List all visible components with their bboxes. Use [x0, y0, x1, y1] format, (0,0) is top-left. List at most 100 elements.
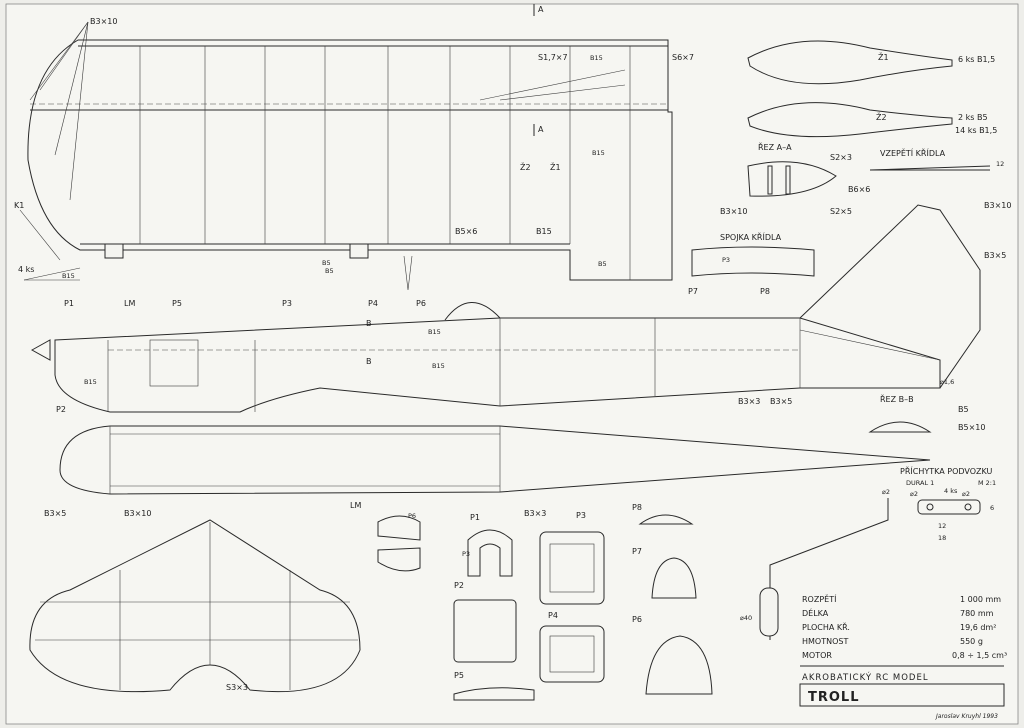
rib1-name: Ž1: [878, 51, 889, 62]
spec-value-4: 550 g: [960, 637, 983, 646]
wing-label-11: B5: [598, 260, 607, 268]
rib2-qty1: 2 ks B5: [958, 113, 988, 122]
wing-label-7: Ž1: [550, 161, 561, 172]
fus-label-2: LM: [124, 299, 135, 308]
fus-label-4: P3: [282, 299, 292, 308]
fus-label-1: P1: [64, 299, 74, 308]
fus-label-5: P4: [368, 299, 378, 308]
wing-label-12: S6×7: [672, 53, 694, 62]
wing-label-9: B5×6: [455, 227, 477, 236]
dihedral-title: VZEPĚTÍ KŘÍDLA: [880, 147, 946, 158]
bracket-dim-4: 18: [938, 534, 946, 542]
spec-label-3: PLOCHA KŘ.: [802, 622, 850, 632]
section-aa-label-1: S2×3: [830, 153, 852, 162]
part-p2-name: P2: [454, 581, 464, 590]
part-p7-name: P7: [632, 547, 642, 556]
bracket-dim-3: 12: [938, 522, 946, 530]
fus-top-label: B3×3: [524, 509, 546, 518]
wing-label-4: B15: [62, 272, 75, 280]
section-aa-title: ŘEZ A–A: [758, 142, 792, 152]
wing-label-6: Ž2: [520, 161, 531, 172]
stab-label-1: B3×5: [44, 509, 66, 518]
section-aa: ŘEZ A–A S2×3 B6×6 B3×10 S2×5: [720, 142, 870, 216]
rib1-qty: 6 ks B1,5: [958, 55, 995, 64]
bracket-qty: 4 ks: [944, 487, 958, 495]
spec-label-5: MOTOR: [802, 651, 832, 660]
gear-wire: ⌀2 ⌀40: [740, 488, 890, 640]
wing-label-10: B15: [592, 149, 605, 157]
section-aa-label-2: B6×6: [848, 185, 870, 194]
bracket-material: DURAL 1: [906, 479, 934, 487]
wing-label-15: B15: [432, 362, 445, 370]
fus-label-9: P2: [56, 405, 66, 414]
bracket-dim-2: ⌀2: [962, 490, 970, 498]
fus-label-8: P8: [760, 287, 770, 296]
stab-label-2: B3×10: [124, 509, 151, 518]
specs-block: ROZPĚTÍ 1 000 mm DÉLKA 780 mm PLOCHA KŘ.…: [799, 593, 1007, 707]
wing-label-16: B5: [322, 259, 331, 267]
section-bb-title: ŘEZ B–B: [880, 394, 914, 404]
rib2-qty2: 14 ks B1,5: [955, 126, 997, 135]
fus-label-7: P7: [688, 287, 698, 296]
fus-label-15: B3×5: [770, 397, 792, 406]
model-name: TROLL: [808, 690, 860, 705]
fus-label-13: B: [366, 357, 372, 366]
part-p6-name: P6: [632, 615, 642, 624]
section-bb: ŘEZ B–B B5 B5×10: [868, 394, 985, 433]
wing-joiner-title: SPOJKA KŘÍDLA: [720, 231, 782, 242]
fuselage-top-view: B3×3: [59, 425, 931, 518]
bracket-title: PŘÍCHYTKA PODVOZKU: [900, 465, 993, 476]
section-aa-label-4: S2×5: [830, 207, 852, 216]
fus-label-16: B3×10: [984, 201, 1011, 210]
part-p5-name: P5: [454, 671, 464, 680]
section-bb-label-2: B5×10: [958, 423, 985, 432]
fus-label-10: B15: [84, 378, 97, 386]
spec-value-2: 780 mm: [960, 609, 994, 618]
wing-label-3: 4 ks: [18, 265, 34, 274]
fus-label-18: ⌀1,6: [940, 378, 954, 386]
spec-value-3: 19,6 dm²: [960, 623, 996, 632]
section-bb-label-1: B5: [958, 405, 969, 414]
wing-joiner-label: P3: [722, 256, 730, 264]
part-p4-name: P4: [548, 611, 558, 620]
fus-label-6: P6: [416, 299, 426, 308]
spec-label-4: HMOTNOST: [802, 637, 848, 646]
stab-label-3: S3×3: [226, 683, 248, 692]
spec-label-1: ROZPĚTÍ: [802, 593, 837, 604]
fus-label-3: P5: [172, 299, 182, 308]
fus-label-14: B3×3: [738, 397, 760, 406]
part-p3-name: P3: [576, 511, 586, 520]
fus-label-12: B: [366, 319, 372, 328]
gear-bracket: PŘÍCHYTKA PODVOZKU DURAL 1 4 ks M 2:1 ⌀2…: [900, 465, 996, 542]
dihedral-diagram: VZEPĚTÍ KŘÍDLA 12: [869, 147, 1004, 171]
spec-value-1: 1 000 mm: [960, 595, 1001, 604]
part-p1-name: P1: [470, 513, 480, 522]
signature: Jaroslav Kruyhl 1993: [935, 713, 998, 720]
bracket-scale: M 2:1: [978, 479, 996, 487]
wing-joiner: SPOJKA KŘÍDLA P3: [691, 231, 815, 277]
wing-label-13: S1,7×7: [538, 53, 568, 62]
part-p8-name: P8: [632, 503, 642, 512]
wing-label-2: K1: [14, 201, 24, 210]
part-lm-name: LM: [350, 501, 361, 510]
sheet-border: [5, 3, 1019, 725]
bracket-dim-5: 6: [990, 504, 994, 512]
wire-dim-2: ⌀40: [740, 614, 752, 622]
wire-dim-1: ⌀2: [882, 488, 890, 496]
wing-label-5: B5: [325, 267, 334, 275]
wing-plan-view: B3×10 K1 4 ks B15 B5 Ž2 Ž1 B15 B5×6 B15 …: [14, 4, 694, 370]
part-lm-tag: P6: [408, 512, 416, 520]
rib-profiles: Ž1 6 ks B1,5 Ž2 2 ks B5 14 ks B1,5: [747, 40, 997, 138]
fus-label-17: B3×5: [984, 251, 1006, 260]
wing-label-1: B3×10: [90, 17, 117, 26]
part-p1-tag: P3: [462, 550, 470, 558]
rib2-name: Ž2: [876, 111, 887, 122]
section-mark-a-top: A: [538, 5, 544, 14]
dihedral-value: 12: [996, 160, 1004, 168]
section-mark-a-bottom: A: [538, 125, 544, 134]
section-aa-label-3: B3×10: [720, 207, 747, 216]
detail-parts: LM P6 P1 P3 P3 P2 P4 P5 P8 P7 P6: [350, 501, 713, 701]
bracket-dim-1: ⌀2: [910, 490, 918, 498]
wing-label-8: B15: [536, 227, 552, 236]
